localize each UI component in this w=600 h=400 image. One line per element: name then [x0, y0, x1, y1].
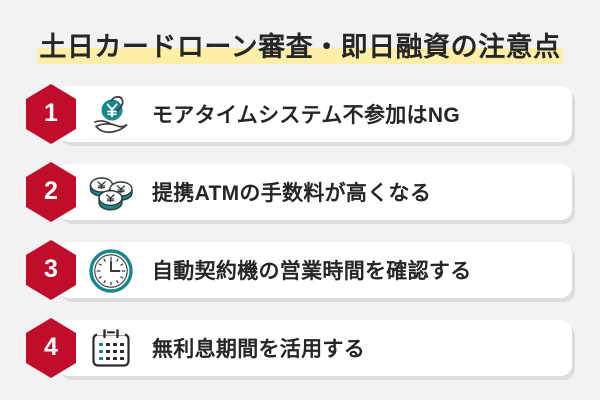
notice-list: 1 モアタイムシステム不参加はNG 2 [0, 84, 600, 396]
list-item[interactable]: 2 [0, 162, 600, 224]
step-number-label: 3 [44, 254, 58, 283]
step-number-label: 1 [44, 98, 58, 127]
list-item-label: 自動契約機の営業時間を確認する [152, 260, 472, 283]
step-number-label: 4 [44, 332, 58, 361]
clock-icon [85, 245, 137, 297]
list-item-card [58, 86, 572, 142]
list-item[interactable]: 4 [0, 318, 600, 380]
title-text: 土日カードローン審査・即日融資の注意点 [39, 31, 561, 62]
step-number-label: 2 [44, 176, 58, 205]
list-item-label: モアタイムシステム不参加はNG [152, 104, 460, 127]
title-highlight-band [37, 47, 563, 64]
page-title: 土日カードローン審査・即日融資の注意点 [0, 22, 600, 74]
list-item-card [58, 164, 572, 220]
list-item-card [58, 242, 572, 298]
list-item[interactable]: 3 [0, 240, 600, 302]
hand-holding-yen-coin-icon [85, 89, 137, 141]
calendar-icon [85, 323, 137, 375]
list-item-label: 提携ATMの手数料が高くなる [152, 182, 432, 205]
list-item-label: 無利息期間を活用する [152, 338, 365, 361]
list-item-card [58, 320, 572, 376]
yen-coins-stack-icon [85, 167, 137, 219]
list-item[interactable]: 1 モアタイムシステム不参加はNG [0, 84, 600, 146]
